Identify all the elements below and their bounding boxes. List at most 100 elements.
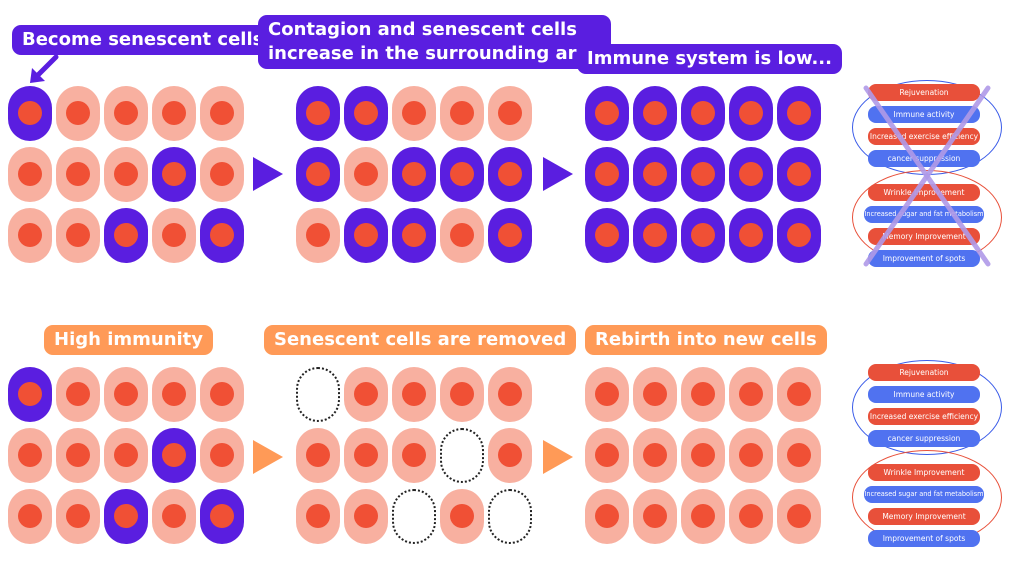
cell-healthy [392, 428, 436, 483]
nucleus [66, 101, 90, 125]
label-senescent-removed: Senescent cells are removed [264, 325, 577, 355]
cell-healthy [440, 367, 484, 422]
label-text-line2: increase in the surrounding area [268, 43, 601, 64]
nucleus [691, 162, 715, 186]
nucleus [354, 443, 378, 467]
cell-senescent [344, 86, 388, 141]
cell-senescent [729, 208, 773, 263]
cell-healthy [104, 428, 148, 483]
cell-healthy [681, 489, 725, 544]
cell-healthy [488, 428, 532, 483]
nucleus [114, 101, 138, 125]
nucleus [739, 223, 763, 247]
cell-senescent [729, 147, 773, 202]
nucleus [114, 504, 138, 528]
nucleus [643, 504, 667, 528]
nucleus [691, 101, 715, 125]
cell-senescent [585, 208, 629, 263]
cell-healthy [392, 86, 436, 141]
cell-healthy [729, 428, 773, 483]
nucleus [66, 504, 90, 528]
nucleus [66, 382, 90, 406]
cell-healthy [729, 489, 773, 544]
pill-exercise-efficiency: Increased exercise efficiency [868, 408, 980, 425]
nucleus [354, 101, 378, 125]
nucleus [18, 162, 42, 186]
nucleus [450, 382, 474, 406]
cell-senescent [777, 208, 821, 263]
cell-senescent [729, 86, 773, 141]
nucleus [787, 162, 811, 186]
nucleus [162, 162, 186, 186]
cell-healthy [200, 147, 244, 202]
pill-rejuvenation: Rejuvenation [868, 364, 980, 381]
cell-healthy [777, 428, 821, 483]
label-text: Rebirth into new cells [595, 329, 817, 350]
cell-healthy [152, 86, 196, 141]
nucleus [18, 223, 42, 247]
pill-sugar-fat: Increased sugar and fat metabolism [864, 486, 984, 503]
cell-senescent [633, 147, 677, 202]
cell-healthy [633, 367, 677, 422]
label-rebirth: Rebirth into new cells [585, 325, 827, 355]
nucleus [402, 382, 426, 406]
nucleus [18, 504, 42, 528]
cell-healthy [488, 86, 532, 141]
cell-senescent [681, 86, 725, 141]
pill-cancer-suppression: cancer suppression [868, 150, 980, 167]
nucleus [18, 101, 42, 125]
cell-senescent [488, 147, 532, 202]
nucleus [595, 382, 619, 406]
nucleus [210, 382, 234, 406]
nucleus [162, 223, 186, 247]
cell-senescent [8, 367, 52, 422]
pill-memory: Memory Improvement [868, 228, 980, 245]
nucleus [739, 101, 763, 125]
nucleus [66, 443, 90, 467]
nucleus [114, 162, 138, 186]
cell-healthy [344, 147, 388, 202]
cell-senescent [488, 208, 532, 263]
benefits-panel-crossed: Rejuvenation Immune activity Increased e… [852, 80, 1002, 272]
cell-healthy [152, 208, 196, 263]
nucleus [595, 162, 619, 186]
nucleus [739, 504, 763, 528]
cell-senescent [296, 86, 340, 141]
nucleus [643, 223, 667, 247]
nucleus [210, 504, 234, 528]
cell-senescent [8, 86, 52, 141]
nucleus [595, 101, 619, 125]
nucleus [306, 443, 330, 467]
cell-senescent [200, 208, 244, 263]
label-text: Immune system is low... [587, 48, 832, 69]
nucleus [210, 101, 234, 125]
nucleus [450, 101, 474, 125]
cell-healthy [585, 367, 629, 422]
nucleus [787, 101, 811, 125]
pill-cancer-suppression: cancer suppression [868, 430, 980, 447]
cell-healthy [152, 367, 196, 422]
cell-healthy [585, 428, 629, 483]
cell-healthy [200, 86, 244, 141]
cell-healthy [104, 86, 148, 141]
nucleus [787, 223, 811, 247]
cell-senescent [104, 208, 148, 263]
pill-wrinkle: Wrinkle Improvement [868, 464, 980, 481]
cell-healthy [681, 367, 725, 422]
nucleus [498, 443, 522, 467]
nucleus [691, 443, 715, 467]
cell-healthy [56, 489, 100, 544]
cell-healthy [585, 489, 629, 544]
nucleus [691, 504, 715, 528]
cell-healthy [56, 428, 100, 483]
nucleus [114, 223, 138, 247]
nucleus [354, 382, 378, 406]
pill-spots: Improvement of spots [868, 250, 980, 267]
benefits-panel: Rejuvenation Immune activity Increased e… [852, 360, 1002, 552]
label-immune-low: Immune system is low... [577, 44, 842, 74]
pill-immune-activity: Immune activity [868, 106, 980, 123]
cell-healthy [296, 489, 340, 544]
cell-removed [392, 489, 436, 544]
cell-senescent [585, 147, 629, 202]
nucleus [18, 382, 42, 406]
